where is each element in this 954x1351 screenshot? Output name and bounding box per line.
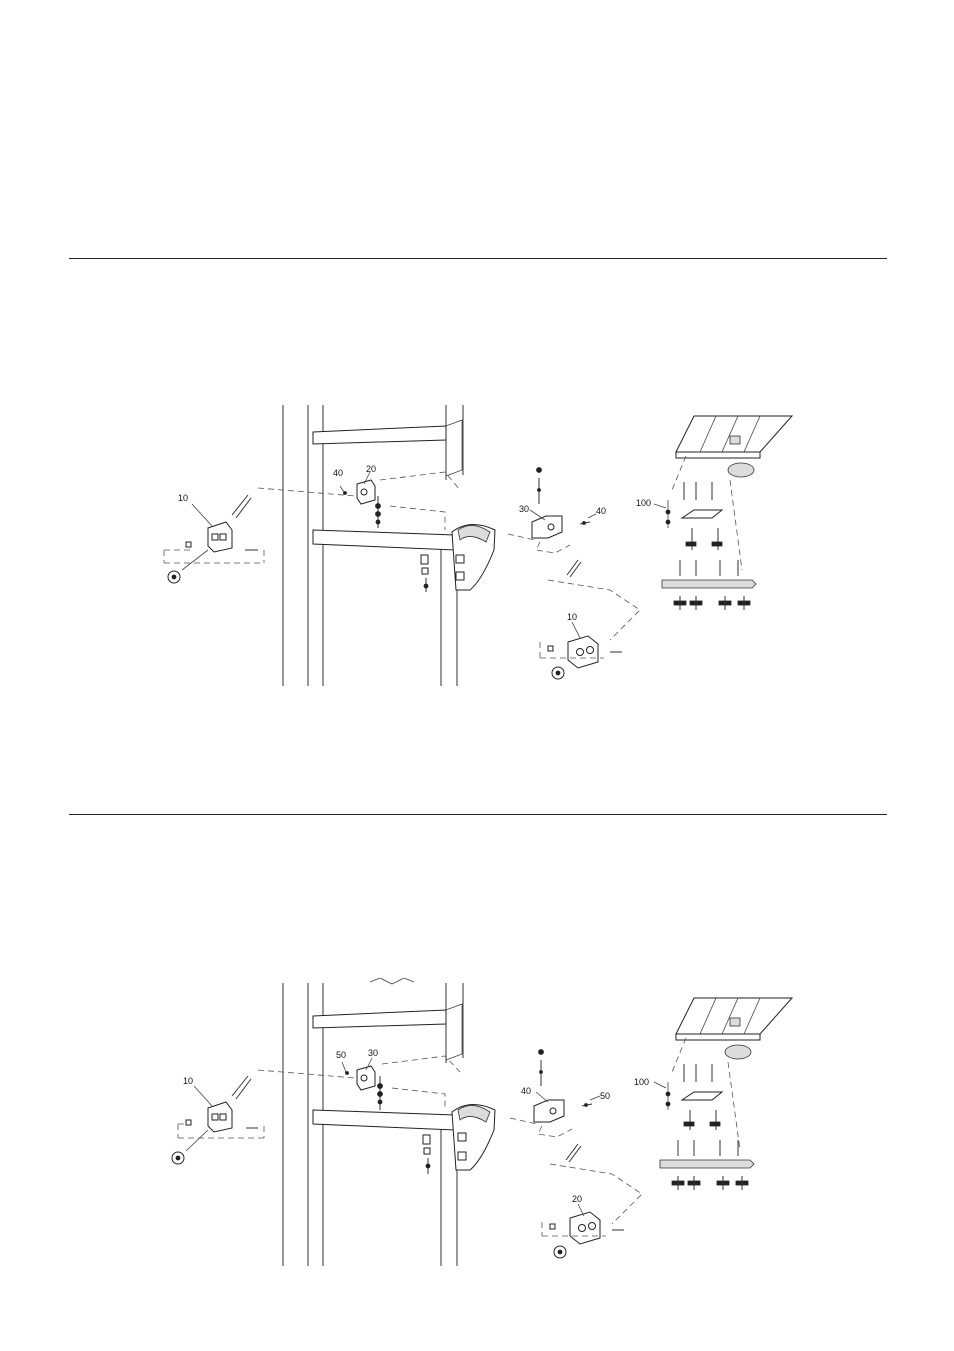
- table-top: [676, 998, 792, 1059]
- label-screw-right: 40: [596, 506, 606, 516]
- label-table-hardware: 100: [636, 498, 651, 508]
- left-clamp-assembly: [164, 495, 264, 583]
- exploded-diagram-2: 30 50 10: [0, 978, 954, 1270]
- label-screw-right: 50: [600, 1091, 610, 1101]
- label-bracket: 20: [366, 464, 376, 474]
- bottom-clamp-assembly: [542, 1212, 624, 1258]
- trunnion-mount: [452, 1104, 495, 1170]
- exploded-diagram-1: 20 40 10: [0, 400, 954, 690]
- label-bracket: 30: [368, 1048, 378, 1058]
- right-block-part: [532, 468, 590, 578]
- assembly-drawing-2: 30 50 10: [0, 978, 954, 1270]
- bracket-part: [357, 480, 381, 528]
- bolt-icon: [423, 1135, 430, 1174]
- section-divider-top: [69, 258, 887, 259]
- right-block-part: [534, 1050, 592, 1163]
- table-hardware: [660, 1038, 754, 1190]
- label-screw-top: 50: [336, 1050, 346, 1060]
- label-clamp-bottom: 10: [567, 612, 577, 622]
- section-divider-bottom: [69, 814, 887, 815]
- label-table-hardware: 100: [634, 1077, 649, 1087]
- wing-nut-icon: [674, 596, 750, 610]
- bracket-part: [357, 1066, 383, 1110]
- table-hardware: [662, 456, 756, 610]
- assembly-drawing-1: 20 40 10: [0, 400, 954, 690]
- wing-nut-icon: [672, 1176, 748, 1190]
- table-top: [676, 416, 792, 477]
- trunnion-mount: [452, 524, 495, 590]
- label-clamp-left: 10: [183, 1076, 193, 1086]
- label-block: 40: [521, 1086, 531, 1096]
- label-block: 30: [519, 504, 529, 514]
- bottom-clamp-assembly: [540, 636, 622, 679]
- lower-crossbar: [313, 1110, 455, 1130]
- label-clamp-left: 10: [178, 493, 188, 503]
- left-clamp-assembly: [172, 1076, 264, 1164]
- lower-crossbar: [313, 530, 455, 550]
- label-clamp-bottom: 20: [572, 1194, 582, 1204]
- bolt-icon: [421, 555, 428, 592]
- label-screw-top: 40: [333, 468, 343, 478]
